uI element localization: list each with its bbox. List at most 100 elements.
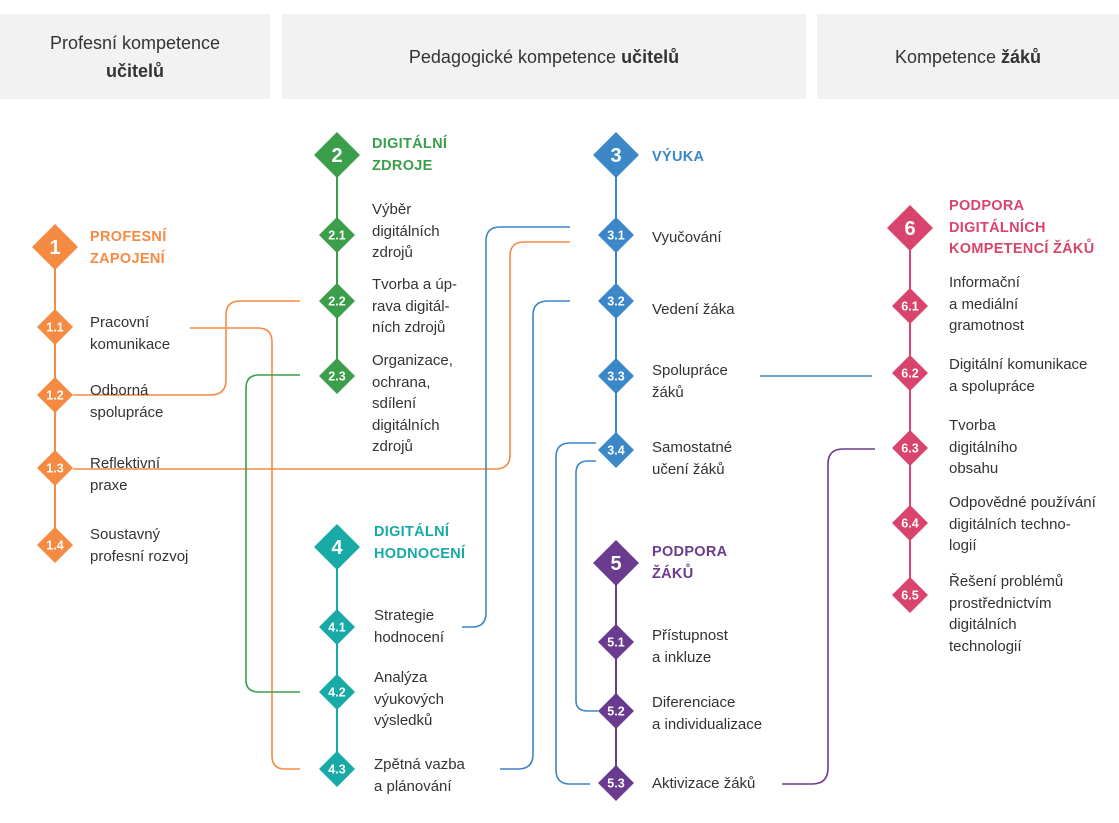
item-6-4-diamond-number: 6.4: [901, 517, 918, 531]
item-3-3-label: Spolupráce žáků: [652, 362, 728, 401]
header-pedagogical-text: Pedagogické kompetence: [408, 46, 622, 67]
item-3-2-diamond-number: 3.2: [607, 295, 624, 309]
item-3-4-diamond-number: 3.4: [607, 444, 624, 458]
area-6-diamond: 6: [887, 205, 933, 251]
item-2-2-diamond-shape: [319, 283, 355, 319]
item-2-2-label: Tvorba a úp- rava digitál- ních zdrojů: [372, 276, 458, 336]
item-1-1-diamond-number: 1.1: [46, 321, 63, 335]
diamond-nodes: 11.11.21.31.422.12.22.333.13.23.33.444.1…: [32, 132, 933, 801]
item-2-3-label: Organizace, ochrana, sdílení digitálních…: [372, 352, 453, 455]
item-5-3-diamond-shape: [598, 765, 634, 801]
item-5-1-label: Přístupnost a inkluze: [652, 627, 728, 666]
header-students-text: Kompetence: [894, 46, 1002, 67]
item-4-3-label: Zpětná vazba a plánování: [374, 756, 465, 795]
area-2-diamond-shape: [314, 132, 360, 178]
item-6-1-diamond-number: 6.1: [901, 300, 918, 314]
item-6-3-diamond: 6.3: [892, 430, 928, 466]
connector-line: [462, 226, 570, 628]
area-3-title: VÝUKA: [652, 149, 705, 165]
area-5-diamond-shape: [593, 540, 639, 586]
item-6-3-label: Tvorba digitálního obsahu: [949, 417, 1018, 477]
item-5-2-diamond-shape: [598, 693, 634, 729]
item-4-3-diamond-number: 4.3: [328, 763, 345, 777]
item-2-1-label: Výběr digitálních zdrojů: [372, 201, 440, 261]
area-3-diamond-shape: [593, 132, 639, 178]
item-3-2-diamond-shape: [598, 283, 634, 319]
item-1-4-label: Soustavný profesní rozvoj: [90, 526, 189, 565]
header-professional-bold: učitelů: [105, 60, 164, 81]
item-5-2-diamond: 5.2: [598, 693, 634, 729]
item-6-2-label: Digitální komunikace a spolupráce: [949, 356, 1088, 395]
item-6-2-diamond-shape: [892, 355, 928, 391]
item-5-2-label: Diferenciace a individualizace: [652, 694, 763, 733]
item-6-2-diamond: 6.2: [892, 355, 928, 391]
connector-line: [782, 448, 875, 785]
area-4-diamond-number: 4: [331, 537, 343, 559]
connector-line: [73, 241, 570, 470]
connector-lines: [73, 226, 875, 785]
item-5-3-diamond-number: 5.3: [607, 777, 624, 791]
item-5-3-label: Aktivizace žáků: [652, 775, 756, 792]
item-6-5-diamond-number: 6.5: [901, 589, 918, 603]
item-1-4-diamond-number: 1.4: [46, 539, 63, 553]
item-4-1-diamond-shape: [319, 609, 355, 645]
item-1-2-label: Odborná spolupráce: [90, 382, 164, 421]
item-3-2-diamond: 3.2: [598, 283, 634, 319]
item-3-3-diamond: 3.3: [598, 358, 634, 394]
item-3-4-diamond-shape: [598, 432, 634, 468]
area-1-diamond-number: 1: [49, 237, 60, 259]
item-1-1-diamond: 1.1: [37, 309, 73, 345]
item-3-4-label: Samostatné učení žáků: [652, 439, 733, 478]
item-3-1-diamond-number: 3.1: [607, 229, 624, 243]
connector-line: [555, 442, 596, 785]
header-pedagogical-competences: Pedagogické kompetence učitelů: [282, 14, 806, 99]
area-1-diamond: 1: [32, 224, 78, 270]
item-6-1-label: Informační a mediální gramotnost: [949, 274, 1025, 334]
item-2-1-diamond: 2.1: [319, 217, 355, 253]
item-5-1-diamond-number: 5.1: [607, 636, 624, 650]
area-4-title: DIGITÁLNÍ HODNOCENÍ: [374, 524, 466, 562]
item-5-3-diamond: 5.3: [598, 765, 634, 801]
connector-line: [575, 460, 598, 712]
item-1-2-diamond-shape: [37, 377, 73, 413]
item-6-3-diamond-number: 6.3: [901, 442, 918, 456]
item-6-5-diamond: 6.5: [892, 577, 928, 613]
item-6-4-label: Odpovědné používání digitálních techno- …: [949, 494, 1096, 554]
item-4-2-diamond: 4.2: [319, 674, 355, 710]
item-1-3-diamond-number: 1.3: [46, 462, 63, 476]
item-3-3-diamond-shape: [598, 358, 634, 394]
area-6-diamond-shape: [887, 205, 933, 251]
item-2-3-diamond-shape: [319, 358, 355, 394]
area-5-diamond: 5: [593, 540, 639, 586]
item-2-3-diamond-number: 2.3: [328, 370, 345, 384]
item-4-3-diamond: 4.3: [319, 751, 355, 787]
item-3-1-diamond: 3.1: [598, 217, 634, 253]
item-1-2-diamond: 1.2: [37, 377, 73, 413]
item-4-2-diamond-number: 4.2: [328, 686, 345, 700]
item-2-2-diamond: 2.2: [319, 283, 355, 319]
item-4-1-label: Strategie hodnocení: [374, 607, 445, 646]
header-students-bold: žáků: [1001, 46, 1042, 67]
header-student-competences: Kompetence žáků: [817, 14, 1119, 99]
item-3-3-diamond-number: 3.3: [607, 370, 624, 384]
item-2-2-diamond-number: 2.2: [328, 295, 345, 309]
item-4-2-label: Analýza výukových výsledků: [374, 669, 445, 729]
area-6-diamond-number: 6: [904, 218, 915, 240]
item-3-1-label: Vyučování: [652, 229, 722, 246]
connector-line: [500, 300, 570, 770]
item-6-3-diamond-shape: [892, 430, 928, 466]
area-2-title: DIGITÁLNÍ ZDROJE: [372, 136, 448, 174]
item-1-3-diamond-shape: [37, 450, 73, 486]
item-6-1-diamond-shape: [892, 288, 928, 324]
area-1-diamond-shape: [32, 224, 78, 270]
item-6-2-diamond-number: 6.2: [901, 367, 918, 381]
area-4-diamond: 4: [314, 524, 360, 570]
item-6-5-label: Řešení problémů prostřednictvím digitáln…: [949, 573, 1064, 655]
area-3-diamond: 3: [593, 132, 639, 178]
item-1-1-diamond-shape: [37, 309, 73, 345]
item-3-4-diamond: 3.4: [598, 432, 634, 468]
item-6-1-diamond: 6.1: [892, 288, 928, 324]
area-2-diamond: 2: [314, 132, 360, 178]
area-1-title: PROFESNÍ ZAPOJENÍ: [90, 229, 167, 267]
